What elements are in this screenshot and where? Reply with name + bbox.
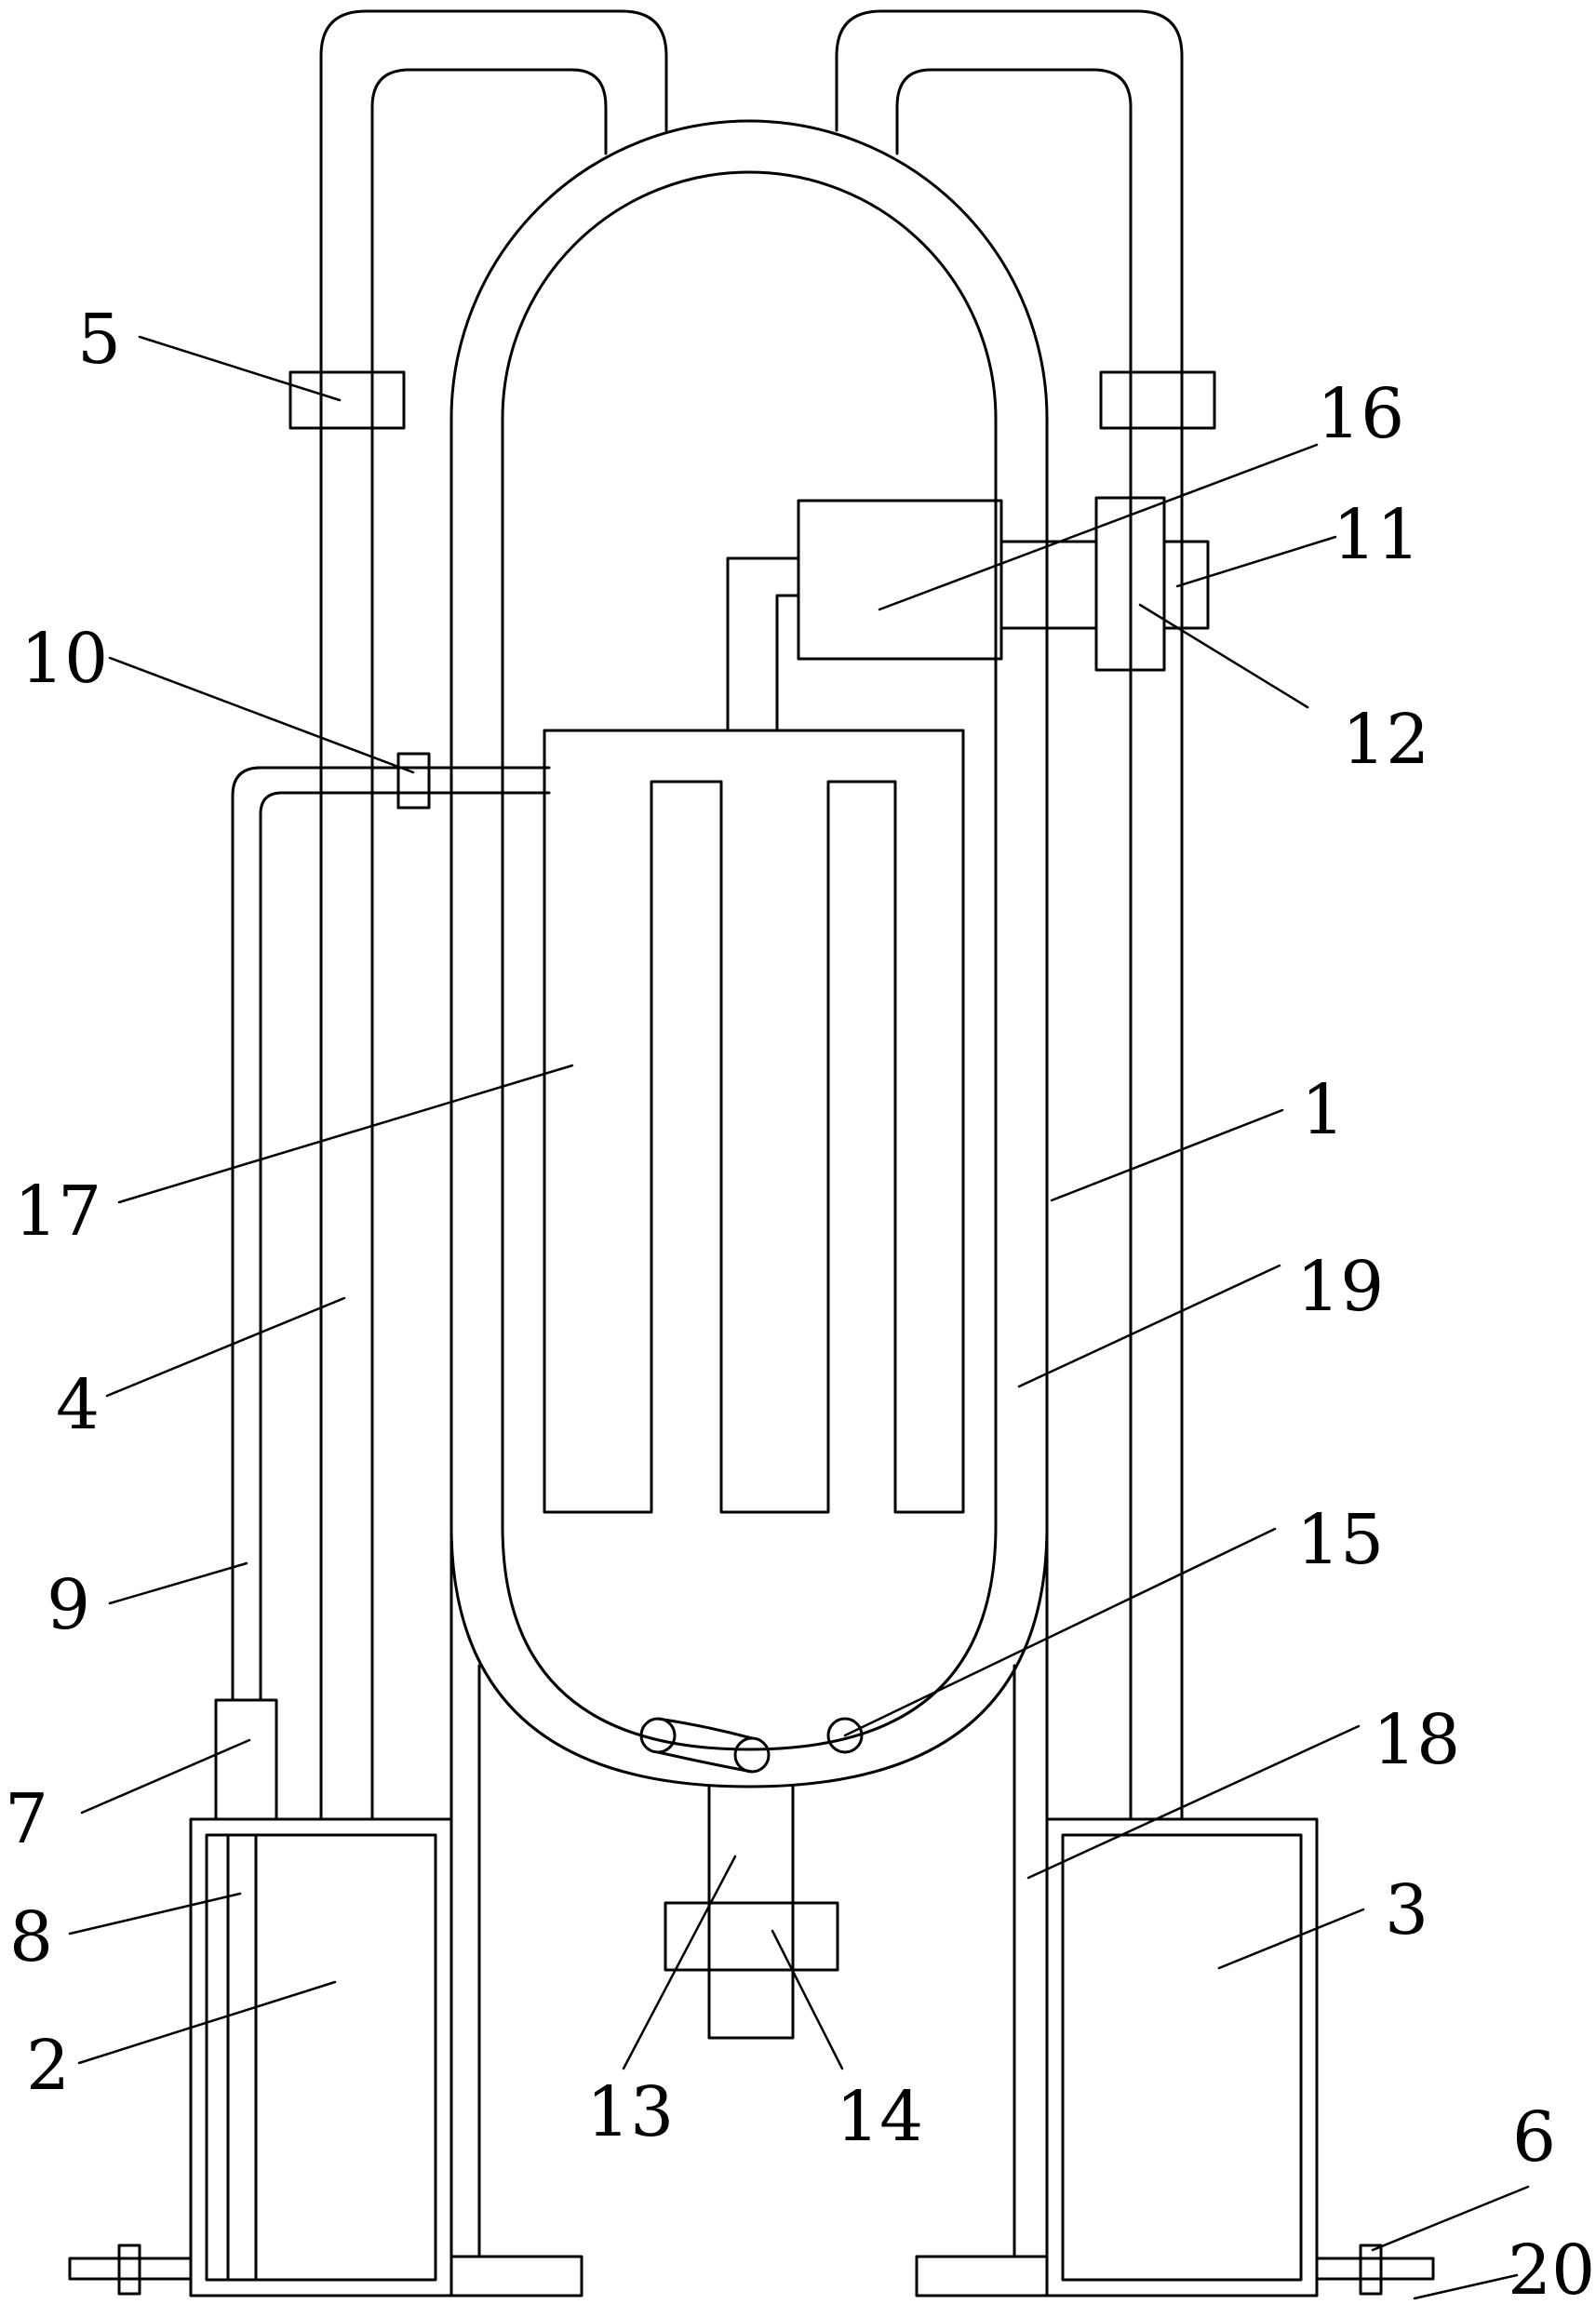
- label-5: 5: [77, 300, 121, 380]
- motor-assembly: [726, 496, 1210, 732]
- right-drain: [1315, 2244, 1435, 2296]
- left-tank: [189, 1817, 453, 2297]
- label-11: 11: [1333, 495, 1420, 575]
- label-14: 14: [836, 2077, 923, 2157]
- label-8: 8: [9, 1897, 53, 1977]
- leader-lines: [68, 335, 1530, 2300]
- label-16: 16: [1317, 374, 1404, 454]
- label-17: 17: [14, 1172, 101, 1252]
- internal-coil: [543, 729, 965, 1514]
- feed-pipe: [214, 752, 551, 1821]
- left-drain: [68, 2244, 193, 2296]
- right-circulation-pipe: [835, 9, 1216, 1821]
- label-3: 3: [1385, 1870, 1428, 1950]
- label-4: 4: [56, 1365, 100, 1445]
- label-2: 2: [26, 2026, 70, 2106]
- part-labels: 5 16 11 10 12 1 17 19 4 15 9 18 7 3 8 2 …: [5, 300, 1595, 2304]
- right-tank: [1045, 1817, 1319, 2297]
- label-9: 9: [47, 1565, 90, 1645]
- left-circulation-pipe: [288, 9, 668, 1821]
- label-6: 6: [1512, 2097, 1556, 2177]
- support-legs: [449, 1524, 1049, 2297]
- vessel-body: [449, 119, 1049, 1788]
- label-1: 1: [1301, 1070, 1345, 1150]
- label-10: 10: [20, 619, 108, 699]
- label-7: 7: [5, 1779, 48, 1859]
- label-19: 19: [1296, 1247, 1384, 1327]
- label-20: 20: [1508, 2230, 1595, 2304]
- bottom-outlet: [664, 1785, 839, 2040]
- label-18: 18: [1373, 1700, 1460, 1780]
- label-13: 13: [586, 2072, 674, 2152]
- bottom-stirrer: [639, 1717, 864, 1774]
- label-12: 12: [1342, 700, 1429, 780]
- label-15: 15: [1296, 1500, 1384, 1580]
